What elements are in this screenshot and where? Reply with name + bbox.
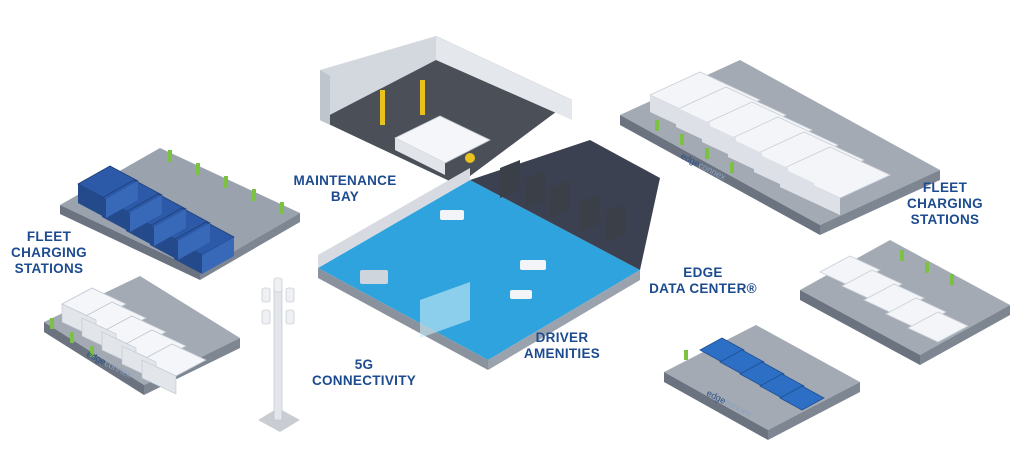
maintenance-bay bbox=[320, 36, 572, 185]
fleet-lot-trucks: edgeconnex bbox=[620, 60, 940, 235]
5g-tower bbox=[258, 277, 300, 432]
fleet-lot-blue-cars: edgeconnex bbox=[664, 325, 860, 440]
fleet-lot-blue-vans bbox=[60, 148, 300, 280]
label-maintenance-bay: MAINTENANCE BAY bbox=[293, 173, 397, 204]
label-fleet-charging-right: FLEET CHARGING STATIONS bbox=[907, 180, 983, 227]
label-driver-amenities: DRIVER AMENITIES bbox=[523, 330, 601, 361]
label-edge-data-center: EDGE DATA CENTER® bbox=[649, 265, 757, 296]
label-fleet-charging-left: FLEET CHARGING STATIONS bbox=[11, 229, 87, 276]
server-racks bbox=[500, 160, 625, 242]
fleet-lot-white-vans: edgeconnex bbox=[44, 276, 240, 395]
fleet-lot-pickups bbox=[800, 240, 1010, 365]
label-5g-connectivity: 5G CONNECTIVITY bbox=[311, 357, 417, 388]
main-building bbox=[318, 140, 660, 370]
